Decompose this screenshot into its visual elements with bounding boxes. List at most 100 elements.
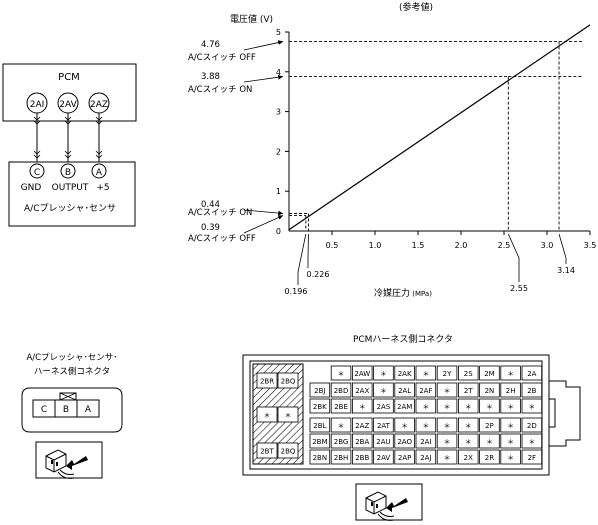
sensor-connector-title-line2: ハーネス側コネクタ	[34, 366, 110, 377]
pcm-grid-cell-box	[394, 398, 415, 414]
pcm-grid-cell: ＊	[422, 403, 429, 411]
pcm-left-cell: 2BQ	[281, 448, 296, 456]
sensor-pin-b: B	[65, 168, 71, 178]
y-tick-label: 1	[276, 187, 281, 196]
plug-edge-icon	[365, 495, 387, 514]
pcm-grid-cell: 2F	[528, 454, 536, 462]
pcm-grid-cell-box	[394, 382, 415, 398]
sensor-pin-c-circle	[29, 163, 45, 179]
plug-edge-icon	[45, 453, 67, 472]
pcm-grid-cell-box	[500, 365, 521, 381]
pcm-grid-cell: 2AW	[354, 370, 370, 378]
pcm-grid-cell-box	[500, 382, 521, 398]
pcm-grid-cell-box	[330, 398, 352, 414]
pcm-grid-cell-box	[500, 449, 521, 465]
pcm-grid-cell-box	[500, 433, 521, 449]
pcm-grid-cell: 2BH	[334, 454, 349, 462]
y-tick-label: 5	[276, 28, 281, 37]
pcm-grid-cell: ＊	[486, 438, 493, 446]
pcm-grid-cell: 2H	[506, 387, 516, 395]
pcm-connector-side-tab	[549, 380, 581, 447]
pcm-grid-cell-box	[351, 365, 373, 381]
pcm-left-cell: 2BT	[260, 448, 274, 456]
pcm-grid-cell-box	[309, 398, 331, 414]
pcm-grid-cell: 2AM	[397, 403, 412, 411]
marker-callout-arrow	[243, 215, 284, 234]
sensor-pin-a: A	[96, 168, 103, 178]
pcm-grid-cell: 2AJ	[420, 454, 431, 462]
x-tick-label: 2.0	[455, 241, 468, 250]
pcm-grid-cell: ＊	[444, 438, 451, 446]
pcm-grid-cell: ＊	[507, 370, 514, 378]
pcm-grid-cell-box	[415, 382, 437, 398]
sensor-pin-label-5v: +5	[96, 183, 109, 193]
pcm-grid-cell-box	[457, 365, 479, 381]
pcm-grid-cell-box	[373, 365, 394, 381]
pcm-grid-cell: ＊	[486, 403, 493, 411]
pressure-callout-label: 0.196	[285, 287, 308, 296]
pcm-grid-cell: ＊	[444, 387, 451, 395]
pcm-left-cell-box	[277, 372, 299, 389]
pcm-grid-cell-box	[457, 449, 479, 465]
sensor-pin-label-output: OUTPUT	[52, 183, 89, 193]
pcm-grid-cell-box	[373, 449, 394, 465]
x-axis-title: 冷媒圧力 (MPa)	[374, 287, 432, 299]
pcm-grid-cell: 2X	[464, 454, 473, 462]
pcm-grid-cell: 2AO	[397, 438, 412, 446]
pcm-grid-cell-box	[330, 365, 352, 381]
pcm-grid-cell: ＊	[444, 403, 451, 411]
marker-callout-arrow	[243, 209, 284, 216]
pcm-grid-cell-box	[330, 433, 352, 449]
view-arrow-icon	[66, 456, 88, 470]
y-axis-title: 電圧値 (V)	[230, 13, 273, 25]
pcm-grid-cell-box	[415, 417, 437, 433]
sensor-connector-pin-b: B	[63, 405, 69, 415]
pcm-grid-cell: ＊	[507, 422, 514, 430]
pcm-grid-cell-box	[436, 365, 458, 381]
pcm-grid-cell-box	[521, 449, 543, 465]
pcm-grid-cell: 2R	[485, 454, 494, 462]
pcm-grid-cell-box	[330, 449, 352, 465]
connector-symbol-b	[64, 116, 72, 159]
pcm-grid-cell-box	[415, 449, 437, 465]
pcm-grid-cell: 2BL	[313, 422, 326, 430]
pcm-title: PCM	[58, 72, 80, 83]
pcm-block: PCM 2AI 2AV 2AZ	[2, 63, 137, 122]
pcm-grid-cell-box	[479, 365, 500, 381]
marker-value-label: 0.44	[201, 200, 220, 210]
pcm-grid-cell-box	[436, 433, 458, 449]
pcm-grid-cell-box	[457, 417, 479, 433]
marker-state-label: A/Cスイッチ ON	[188, 208, 252, 218]
harness-view-icon	[365, 491, 408, 521]
pcm-grid-cell: 2S	[464, 370, 473, 378]
guide-lines	[289, 41, 582, 231]
marker-state-label: A/Cスイッチ OFF	[188, 234, 256, 244]
pcm-grid-cell: 2BN	[313, 454, 328, 462]
pcm-grid-cell: 2AL	[398, 387, 411, 395]
pcm-grid-cell-box	[521, 398, 543, 414]
pcm-grid-cell-box	[436, 449, 458, 465]
pcm-grid-cell-box	[394, 449, 415, 465]
pcm-pin-2av: 2AV	[57, 92, 79, 114]
pcm-grid-cell: 2D	[527, 422, 537, 430]
pcm-left-cell: 2BQ	[281, 378, 296, 386]
pcm-grid-cell-box	[330, 382, 352, 398]
pcm-grid-cell: ＊	[359, 403, 366, 411]
pcm-grid-cell: ＊	[507, 454, 514, 462]
pcm-grid-cell-box	[351, 382, 373, 398]
pcm-left-cell-box	[277, 406, 299, 423]
marker-layer: 0.44A/Cスイッチ ON0.39A/Cスイッチ OFF3.88A/Cスイッチ…	[188, 40, 575, 296]
marker-value-label: 3.88	[201, 72, 220, 82]
pcm-grid-cell-box	[309, 449, 331, 465]
pcm-grid-cell: 2BG	[334, 438, 349, 446]
pcm-grid-cell: ＊	[422, 370, 429, 378]
marker-value-label: 0.39	[201, 223, 220, 233]
pcm-left-cell: ＊	[285, 412, 292, 420]
connector-symbol-a	[95, 116, 103, 159]
pcm-grid-cell: ＊	[338, 370, 345, 378]
pressure-callout-line	[507, 233, 520, 282]
